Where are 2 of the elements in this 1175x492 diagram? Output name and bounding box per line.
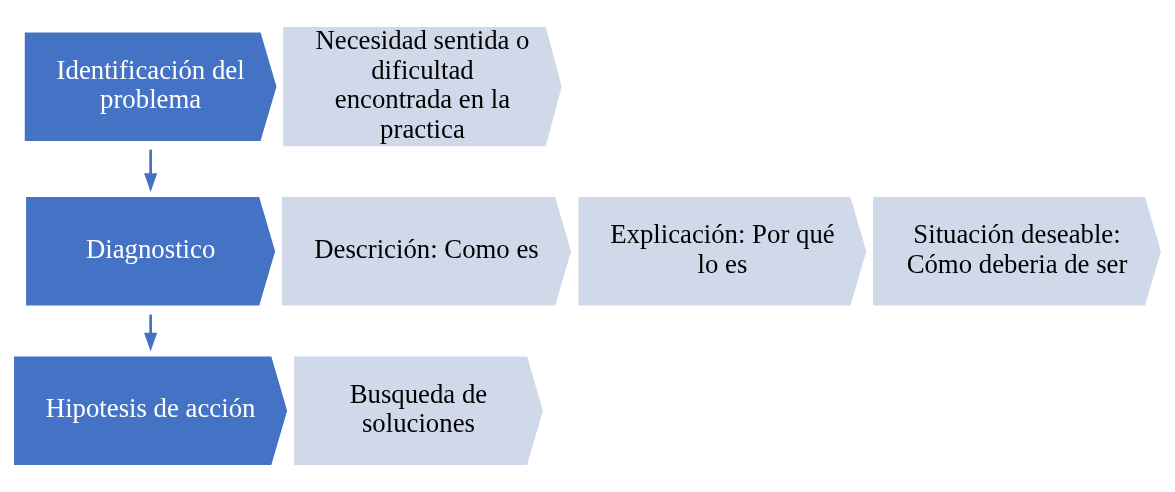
arrow [144,314,158,352]
arrow [144,149,158,192]
